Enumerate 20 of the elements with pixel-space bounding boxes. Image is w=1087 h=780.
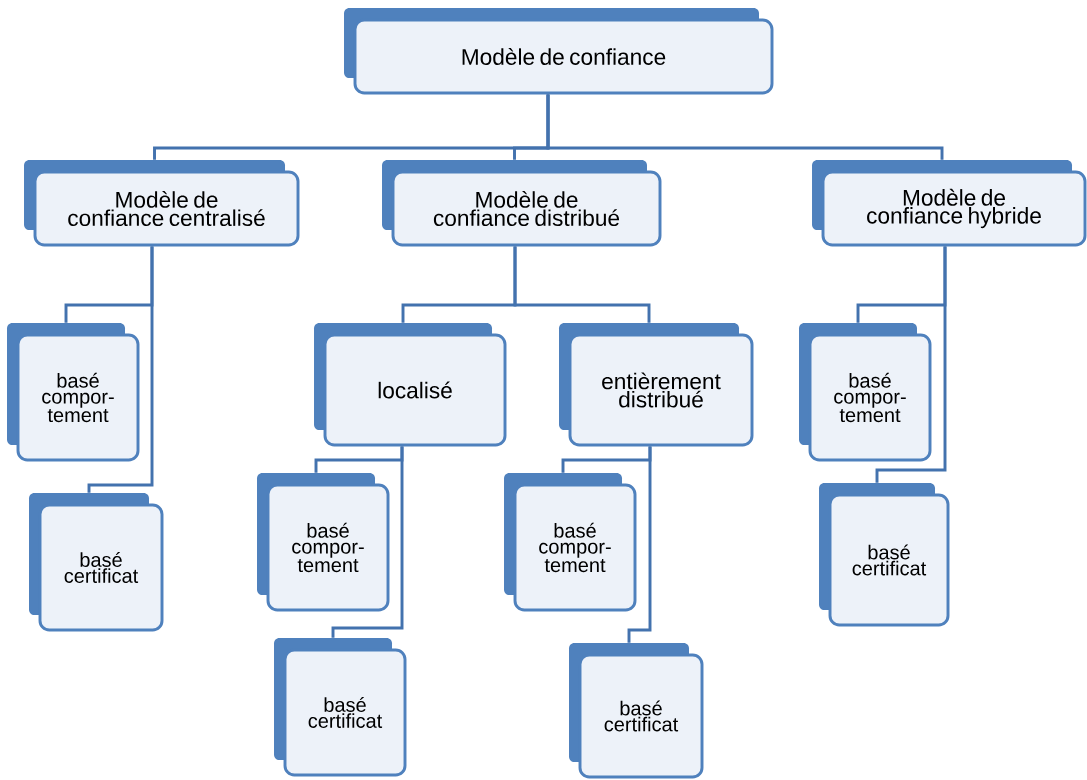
chart-box: entièrement distribué <box>559 323 754 447</box>
connector-line <box>546 94 944 160</box>
chart-box: basé compor- tement <box>799 323 932 462</box>
chart-box: Modèle de confiance hybride <box>812 160 1087 247</box>
chart-box: Modèle de confiance centralisé <box>24 160 300 247</box>
chart-box: Modèle de confiance distribué <box>382 160 662 247</box>
chart-box: basé compor- tement <box>504 473 637 612</box>
connector-line <box>875 246 947 483</box>
chart-box: basé certificat <box>819 483 950 627</box>
connector-line <box>87 246 154 493</box>
chart-box: basé certificat <box>274 638 407 777</box>
chart-box: Modèle de confiance <box>344 8 774 95</box>
connector-line <box>513 246 651 323</box>
chart-box: basé compor- tement <box>7 323 140 462</box>
chart-box: basé compor- tement <box>257 473 390 612</box>
chart-box: localisé <box>314 323 507 447</box>
connector-line <box>331 446 404 638</box>
chart-box: basé certificat <box>569 643 704 779</box>
connector-line <box>627 446 652 643</box>
chart-box: basé certificat <box>29 493 164 632</box>
